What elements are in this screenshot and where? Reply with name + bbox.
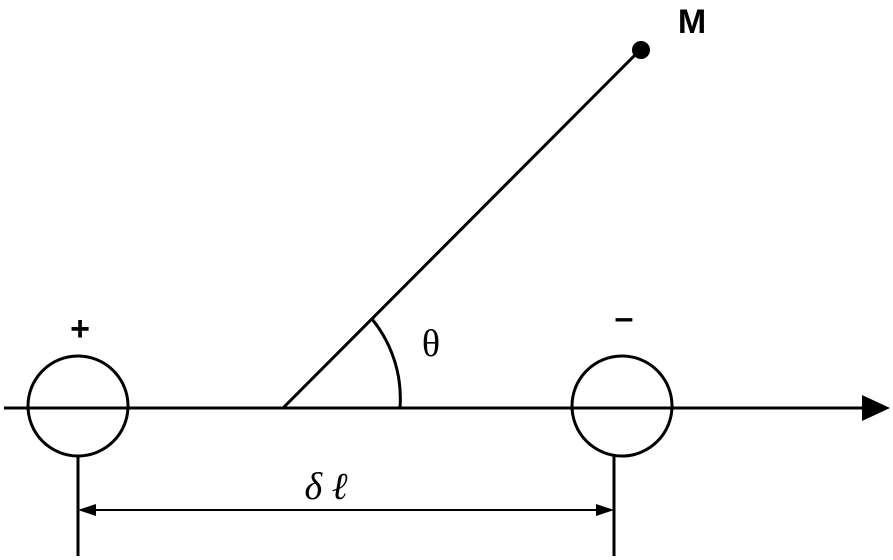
separation-label: δ ℓ (305, 466, 348, 508)
positive-charge-label: + (70, 310, 90, 348)
negative-charge-label: – (615, 299, 634, 337)
radius-line (281, 50, 640, 410)
dimension-arrow-left (78, 504, 96, 516)
angle-label: θ (422, 323, 440, 365)
dimension-arrow-right (596, 504, 614, 516)
axis-arrowhead (862, 395, 890, 421)
point-m-label: M (678, 3, 706, 41)
negative-charge-circle (570, 354, 674, 458)
angle-arc (370, 318, 402, 409)
positive-charge-circle (26, 354, 130, 458)
point-m-dot (632, 41, 650, 59)
